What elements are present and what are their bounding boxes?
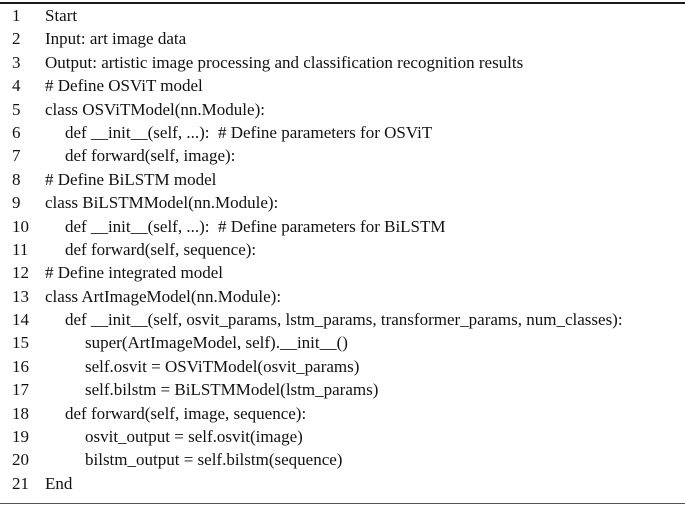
line-number: 7 — [12, 146, 21, 166]
line-number: 9 — [12, 193, 21, 213]
line-number: 19 — [12, 427, 29, 447]
code-line: 10 def __init__(self, ...): # Define para… — [0, 215, 685, 238]
line-number: 5 — [12, 99, 21, 119]
code-line: 13 class ArtImageModel(nn.Module): — [0, 285, 685, 308]
line-code: def forward(self, sequence): — [65, 239, 257, 259]
line-code: super(ArtImageModel, self).__init__() — [85, 333, 348, 353]
code-line: 1 Start — [0, 4, 685, 27]
line-code: def forward(self, image, sequence): — [65, 403, 307, 423]
line-number: 11 — [12, 239, 29, 259]
code-line: 16 self.osvit = OSViTModel(osvit_params) — [0, 355, 685, 378]
code-line: 17 self.bilstm = BiLSTMModel(lstm_params) — [0, 378, 685, 401]
line-number: 18 — [12, 403, 29, 423]
line-code: osvit_output = self.osvit(image) — [85, 427, 303, 447]
line-number: 3 — [12, 52, 21, 72]
code-line: 6 def __init__(self, ...): # Define param… — [0, 121, 685, 144]
code-line: 8 # Define BiLSTM model — [0, 168, 685, 191]
code-line: 19 osvit_output = self.osvit(image) — [0, 425, 685, 448]
line-code: bilstm_output = self.bilstm(sequence) — [85, 450, 343, 470]
code-line: 4 # Define OSViT model — [0, 74, 685, 97]
pseudocode-listing: 1 Start 2 Input: art image data 3 Output: art… — [0, 4, 685, 495]
line-code: class ArtImageModel(nn.Module): — [45, 286, 282, 306]
line-code: class OSViTModel(nn.Module): — [45, 99, 265, 119]
line-code: self.osvit = OSViTModel(osvit_params) — [85, 356, 360, 376]
line-number: 14 — [12, 310, 29, 330]
code-line: 18 def forward(self, image, sequence): — [0, 402, 685, 425]
code-line: 11 def forward(self, sequence): — [0, 238, 685, 261]
line-number: 2 — [12, 29, 21, 49]
line-code: def __init__(self, ...): # Define parame… — [65, 122, 433, 142]
line-code: Input: art image data — [45, 29, 187, 49]
table-top-rule — [0, 2, 685, 4]
line-code: # Define integrated model — [45, 263, 223, 283]
line-code: # Define OSViT model — [45, 76, 203, 96]
line-code: Output: artistic image processing and cl… — [45, 52, 524, 72]
code-line: 7 def forward(self, image): — [0, 144, 685, 167]
line-number: 12 — [12, 263, 29, 283]
line-number: 17 — [12, 380, 29, 400]
line-number: 16 — [12, 356, 29, 376]
table-bottom-rule — [0, 503, 685, 504]
code-line: 15 super(ArtImageModel, self).__init__() — [0, 331, 685, 354]
line-number: 6 — [12, 122, 21, 142]
line-number: 4 — [12, 76, 21, 96]
line-number: 1 — [12, 6, 21, 25]
line-code: def forward(self, image): — [65, 146, 236, 166]
code-line: 12 # Define integrated model — [0, 261, 685, 284]
line-code: class BiLSTMModel(nn.Module): — [45, 193, 279, 213]
line-code: # Define BiLSTM model — [45, 169, 217, 189]
line-code: End — [45, 473, 73, 493]
line-number: 21 — [12, 473, 29, 493]
code-line: 2 Input: art image data — [0, 27, 685, 50]
line-number: 13 — [12, 286, 29, 306]
code-line: 3 Output: artistic image processing and c… — [0, 51, 685, 74]
line-number: 15 — [12, 333, 29, 353]
line-code: def __init__(self, ...): # Define parame… — [65, 216, 446, 236]
code-line: 21 End — [0, 472, 685, 495]
line-number: 8 — [12, 169, 21, 189]
line-code: def __init__(self, osvit_params, lstm_pa… — [65, 310, 623, 330]
line-code: Start — [45, 6, 78, 25]
line-number: 10 — [12, 216, 29, 236]
code-line: 14 def __init__(self, osvit_params, lstm_… — [0, 308, 685, 331]
code-line: 9 class BiLSTMModel(nn.Module): — [0, 191, 685, 214]
line-number: 20 — [12, 450, 29, 470]
line-code: self.bilstm = BiLSTMModel(lstm_params) — [85, 380, 379, 400]
code-line: 5 class OSViTModel(nn.Module): — [0, 98, 685, 121]
code-line: 20 bilstm_output = self.bilstm(sequence) — [0, 448, 685, 471]
